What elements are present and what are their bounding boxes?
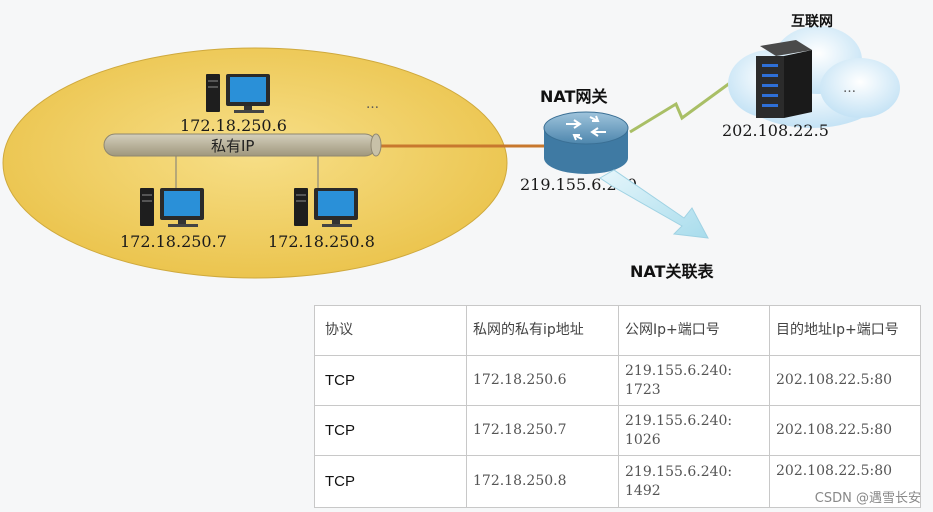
cell-protocol: TCP <box>314 355 467 406</box>
wan-lightning-link <box>629 78 735 134</box>
cell-protocol: TCP <box>314 455 467 508</box>
server-ip-label: 202.108.22.5 <box>722 121 829 140</box>
header-public-ip-port: 公网Ip+端口号 <box>618 305 770 356</box>
header-protocol: 协议 <box>314 305 467 356</box>
private-network-bus <box>103 133 382 157</box>
host-computer-1 <box>206 74 270 113</box>
header-dest-ip-port: 目的地址Ip+端口号 <box>769 305 921 356</box>
header-private-ip: 私网的私有ip地址 <box>466 305 619 356</box>
public-port: 1723 <box>625 381 661 398</box>
cell-public-ip-port: 219.155.6.240: 1492 <box>618 455 770 508</box>
private-ip-label: 私有IP <box>211 137 254 155</box>
private-lan-area <box>2 47 508 279</box>
cell-private-ip: 172.18.250.6 <box>466 355 619 406</box>
table-row: TCP 172.18.250.6 219.155.6.240: 1723 202.… <box>314 355 921 406</box>
more-hosts-ellipsis: … <box>366 97 379 112</box>
table-row: TCP 172.18.250.8 219.155.6.240: 1492 202.… <box>314 455 921 508</box>
public-ip: 219.155.6.240: <box>625 463 733 480</box>
nat-mapping-table: 协议 私网的私有ip地址 公网Ip+端口号 目的地址Ip+端口号 TCP 172… <box>314 305 921 508</box>
nat-table-title: NAT关联表 <box>630 262 714 281</box>
nat-router-icon <box>543 111 629 174</box>
cloud-more-ellipsis: … <box>843 81 856 96</box>
public-ip: 219.155.6.240: <box>625 412 733 429</box>
host-computer-3 <box>294 188 358 227</box>
cell-private-ip: 172.18.250.7 <box>466 405 619 456</box>
table-row: TCP 172.18.250.7 219.155.6.240: 1026 202.… <box>314 405 921 456</box>
cell-dest-ip-port: 202.108.22.5:80 <box>769 455 921 508</box>
cell-protocol: TCP <box>314 405 467 456</box>
cell-public-ip-port: 219.155.6.240: 1026 <box>618 405 770 456</box>
public-port: 1492 <box>625 482 661 499</box>
cell-public-ip-port: 219.155.6.240: 1723 <box>618 355 770 406</box>
cell-private-ip: 172.18.250.8 <box>466 455 619 508</box>
internet-cloud <box>728 26 900 128</box>
cell-dest-ip-port: 202.108.22.5:80 <box>769 405 921 456</box>
host2-ip-label: 172.18.250.7 <box>120 232 227 251</box>
cell-dest-ip-port: 202.108.22.5:80 <box>769 355 921 406</box>
table-header-row: 协议 私网的私有ip地址 公网Ip+端口号 目的地址Ip+端口号 <box>314 305 921 356</box>
csdn-watermark: CSDN @遇雪长安 <box>814 491 921 506</box>
host3-ip-label: 172.18.250.8 <box>268 232 375 251</box>
public-port: 1026 <box>625 431 661 448</box>
internet-label: 互联网 <box>791 14 833 30</box>
nat-gateway-label: NAT网关 <box>540 87 607 106</box>
public-ip: 219.155.6.240: <box>625 362 733 379</box>
host1-ip-label: 172.18.250.6 <box>180 116 287 135</box>
mapping-arrow <box>599 169 709 239</box>
host-computer-2 <box>140 188 204 227</box>
server-icon <box>756 40 812 118</box>
